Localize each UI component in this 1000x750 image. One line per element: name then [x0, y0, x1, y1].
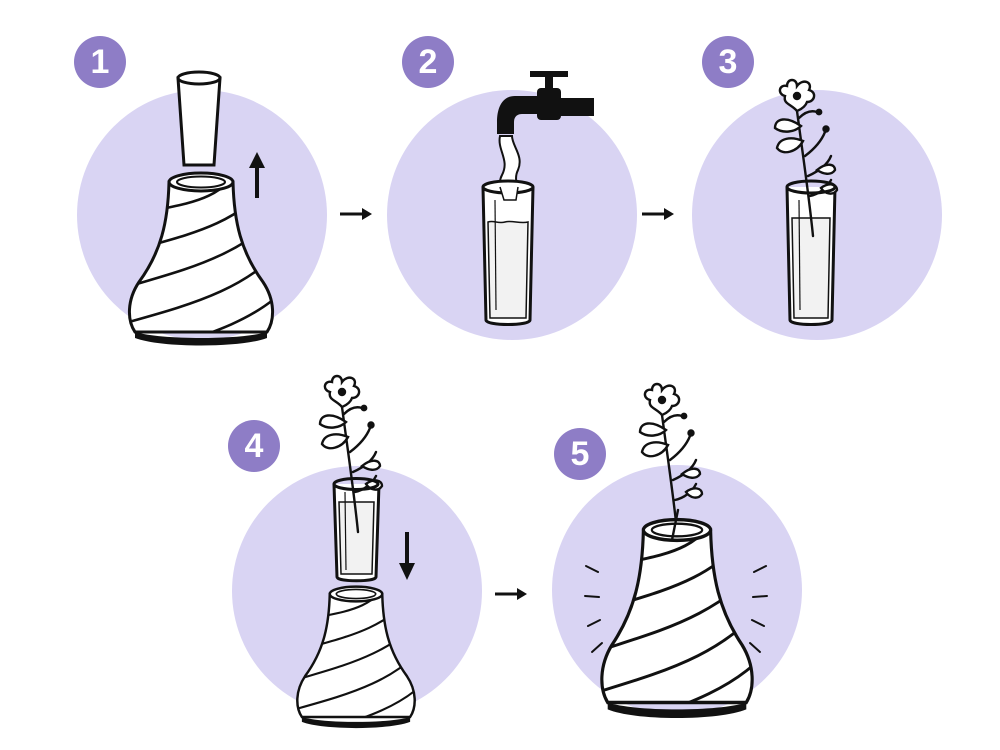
flow-arrow-1-2 — [340, 208, 372, 220]
step-4-illustration — [0, 374, 500, 750]
step-1: 1 — [0, 0, 340, 350]
step-4: 4 — [0, 374, 500, 750]
vase-icon — [583, 507, 783, 749]
flow-arrow-4-5 — [495, 588, 527, 600]
step-2-illustration — [481, 71, 594, 326]
flower-icon — [638, 382, 704, 542]
glass-insert-icon — [481, 179, 535, 326]
step-3: 3 — [0, 0, 960, 350]
step-5-number-badge: 5 — [554, 428, 606, 480]
flow-arrow-2-3 — [642, 208, 674, 220]
step-2: 2 — [0, 0, 660, 350]
step-3-illustration — [773, 78, 839, 326]
glass-insert-icon — [176, 70, 222, 167]
arrow-down-icon — [399, 532, 415, 580]
step-2-number-badge: 2 — [402, 36, 454, 88]
step-1-number-badge: 1 — [74, 36, 126, 88]
glass-rim — [332, 477, 380, 491]
glass-insert-icon — [332, 483, 381, 583]
step-4-number-badge: 4 — [228, 420, 280, 472]
faucet-icon — [497, 71, 594, 134]
step-5-illustration — [0, 382, 820, 750]
glass-insert-icon — [785, 186, 837, 326]
glass-rim — [785, 179, 837, 195]
arrow-up-icon — [249, 152, 265, 198]
step-3-number-badge: 3 — [702, 36, 754, 88]
step-1-illustration — [0, 70, 340, 350]
step-5: 5 — [0, 382, 820, 750]
shine-lines-icon — [584, 565, 768, 653]
flower-stem — [670, 508, 680, 542]
